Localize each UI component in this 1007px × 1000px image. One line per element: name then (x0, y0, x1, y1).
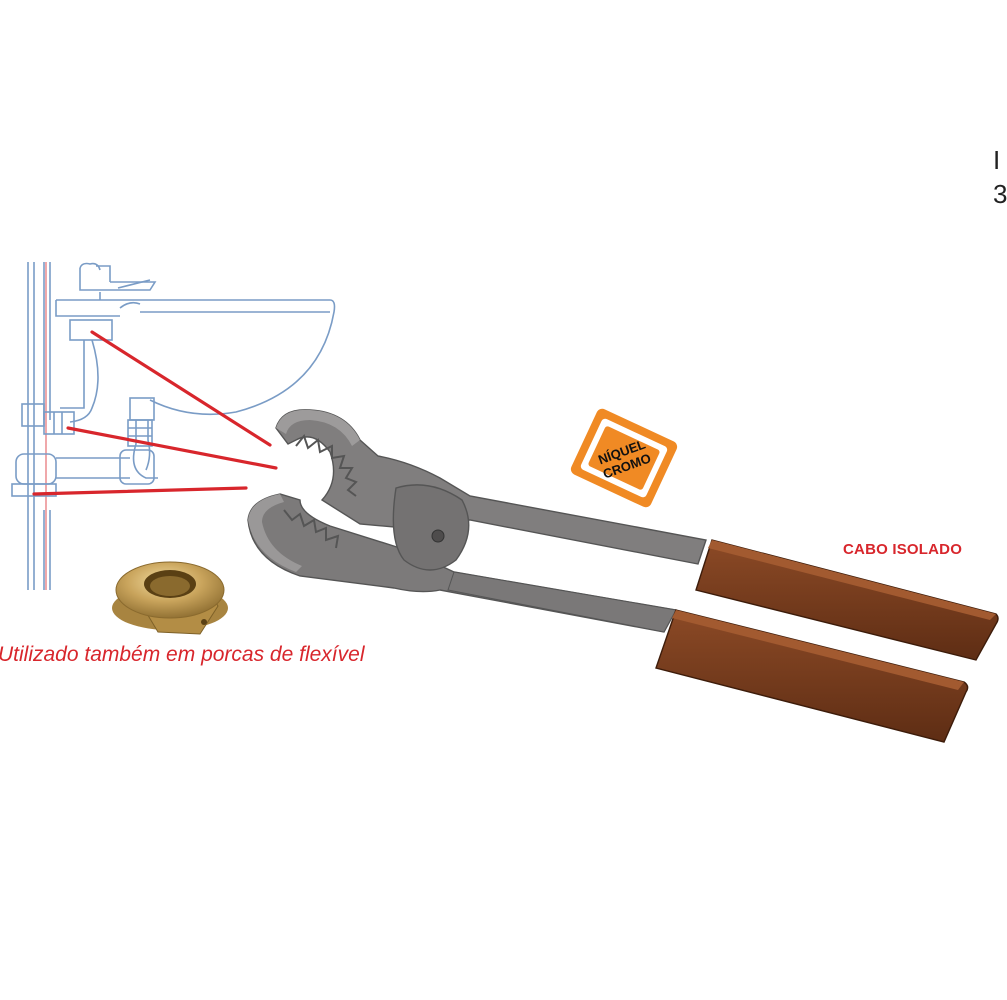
pliers-lower-jaw-teeth (283, 509, 340, 549)
pliers-upper-jaw-teeth (295, 433, 358, 497)
upper-handle-grip (695, 539, 999, 661)
pointer-line-drain (32, 486, 248, 496)
pliers-icon (247, 409, 999, 743)
pointer-lines (32, 330, 278, 496)
cropped-edge-text: I 3 (993, 145, 1007, 209)
pointer-line-fitting (66, 426, 278, 470)
usage-caption: Utilizado também em porcas de flexível (0, 643, 365, 666)
brass-nut-icon (112, 561, 228, 635)
pointer-line-valve (90, 330, 272, 447)
lower-handle-grip (655, 609, 969, 743)
insulated-handles (655, 539, 999, 743)
nickel-chrome-badge-icon: NÍQUEL CROMO (570, 408, 678, 508)
pliers-rivet (431, 529, 445, 543)
handle-label: CABO ISOLADO (843, 541, 963, 558)
sink-plumbing-sketch (11, 262, 336, 590)
